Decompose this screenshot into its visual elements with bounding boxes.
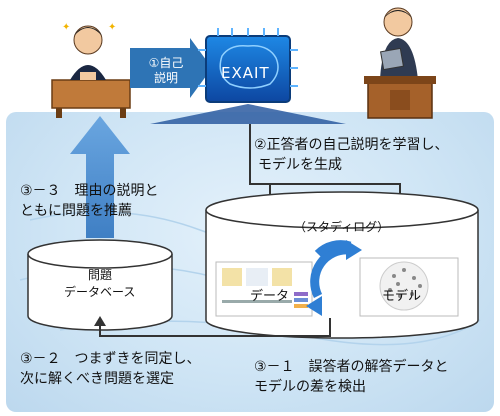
step1-label: ①自己 説明 bbox=[138, 56, 194, 86]
svg-text:✦: ✦ bbox=[62, 22, 70, 33]
step3-2-label-line2: 次に解くべき問題を選定 bbox=[20, 371, 174, 387]
exait-logo-text: EXAIT bbox=[221, 64, 270, 82]
model-label: モデル bbox=[382, 289, 422, 304]
arrowhead-to-database bbox=[94, 316, 106, 326]
step1-line1: ①自己 bbox=[148, 56, 184, 70]
student-at-desk-illustration: ✦ ✦ bbox=[51, 22, 131, 118]
model-thumbnail bbox=[359, 257, 459, 317]
data-thumbnail bbox=[215, 261, 313, 317]
problem-database-cylinder bbox=[27, 239, 173, 331]
studylog-label: （スタディログ） bbox=[294, 220, 390, 234]
step2-label-line1: ②正答者の自己説明を学習し、 bbox=[254, 137, 449, 153]
chip-projection-triangle bbox=[150, 104, 346, 124]
cycle-arrowhead-top bbox=[346, 240, 362, 260]
step3-3-label-line1: ③－３ 理由の説明と bbox=[20, 183, 159, 199]
step2-label-line2: モデルを生成 bbox=[258, 157, 342, 173]
step1-arrow bbox=[130, 38, 212, 98]
data-label: データ bbox=[250, 289, 290, 304]
problem-db-label-line1: 問題 bbox=[88, 268, 113, 282]
problem-db-label-line2: データベース bbox=[64, 285, 136, 299]
step3-connector bbox=[99, 318, 331, 337]
step1-line2: 説明 bbox=[153, 71, 178, 85]
step3-3-label-line2: ともに問題を推薦 bbox=[20, 203, 132, 219]
cycle-arrowhead-bottom bbox=[306, 296, 322, 316]
step3-3-up-arrow bbox=[70, 116, 130, 238]
step3-2-label-line1: ③－２ つまずきを同定し、 bbox=[20, 351, 201, 367]
svg-text:✦: ✦ bbox=[108, 22, 116, 33]
exait-brain-chip bbox=[198, 28, 298, 103]
step3-1-label-line1: ③－１ 誤答者の解答データと bbox=[254, 359, 449, 375]
step3-1-label-line2: モデルの差を検出 bbox=[254, 379, 366, 395]
teacher-at-podium-illustration bbox=[364, 7, 436, 119]
